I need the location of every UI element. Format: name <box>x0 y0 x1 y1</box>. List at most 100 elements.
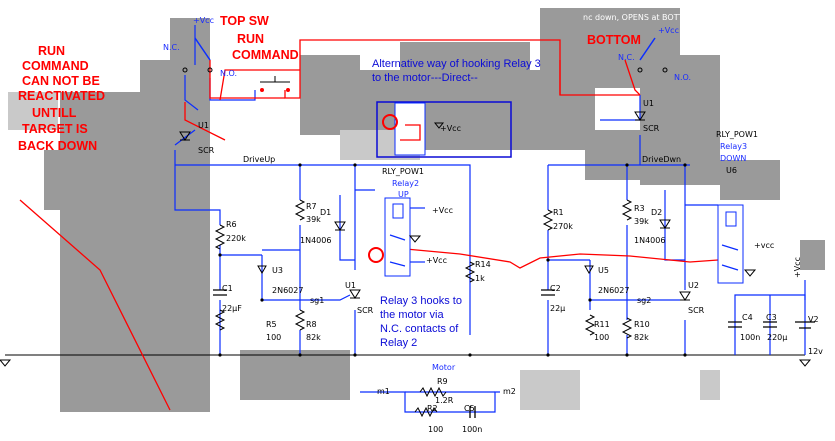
r10-value: 82k <box>634 333 649 342</box>
relay3-vcc-pin: +vcc <box>754 241 774 250</box>
v2-ref: V2 <box>808 315 819 324</box>
c2-ref: C2 <box>550 284 561 293</box>
alt-hook-box <box>376 101 512 158</box>
net-sg1: sg1 <box>310 296 324 305</box>
net-driveup: DriveUp <box>243 155 275 164</box>
u1-left-ref: U1 <box>198 121 209 130</box>
net-drivedwn: DriveDwn <box>642 155 681 164</box>
u3-value: 2N6027 <box>272 286 303 295</box>
c1-value: 22µF <box>222 304 242 313</box>
relay3-note-1: Relay 3 hooks to <box>380 295 462 307</box>
net-sg2: sg2 <box>637 296 651 305</box>
relay3-symbol <box>717 204 744 284</box>
relay3-ref: U6 <box>726 166 737 175</box>
r1-value: 270k <box>553 222 573 231</box>
svg-text:RUN: RUN <box>38 44 65 58</box>
net-m2: m2 <box>503 387 516 396</box>
capacitors <box>213 289 815 418</box>
relay2-label: UP <box>398 190 409 199</box>
red-wiring <box>19 39 719 411</box>
d1-ref: D1 <box>320 208 331 217</box>
alt-note-1: Alternative way of hooking Relay 3 <box>372 58 541 70</box>
r2-ref: R2 <box>427 404 438 413</box>
run-command-label-1: RUN <box>237 32 264 46</box>
c4-ref: C4 <box>742 313 753 322</box>
r14-ref: R14 <box>475 260 491 269</box>
u3-ref: U3 <box>272 266 283 275</box>
top-switch[interactable] <box>182 37 213 73</box>
bot-vcc-label: +Vcc <box>658 26 679 35</box>
relay3-note-3: N.C. contacts of <box>380 323 459 335</box>
relay3-note-4: Relay 2 <box>380 337 417 349</box>
r10-ref: R10 <box>634 320 650 329</box>
c4-value: 100n <box>740 333 760 342</box>
relay3-label: DOWN <box>720 154 746 163</box>
v2-plus: +Vcc <box>793 257 802 278</box>
r7-value: 39k <box>306 215 321 224</box>
svg-text:REACTIVATED: REACTIVATED <box>18 89 105 103</box>
bottom-sw-note-1: At BOTTOM Sw <box>620 1 680 10</box>
ground-symbols <box>0 122 812 367</box>
alt-relay-marker-circle <box>382 114 398 130</box>
alt-vcc-pin: +Vcc <box>440 124 461 133</box>
alt-note-2: to the motor---Direct-- <box>372 72 478 84</box>
r2-value: 100 <box>428 425 443 434</box>
c3-ref: C3 <box>766 313 777 322</box>
bot-no-label: N.O. <box>674 73 691 82</box>
c1-ref: C1 <box>222 284 233 293</box>
scr-symbols <box>179 111 691 301</box>
relay2-marker-circle <box>368 247 384 263</box>
u2-ref: U2 <box>688 281 699 290</box>
u5-value: 2N6027 <box>598 286 629 295</box>
u1-left-type: SCR <box>198 146 215 155</box>
u1-right-ref: U1 <box>643 99 654 108</box>
relay2-vcc-pin-2: +Vcc <box>426 256 447 265</box>
r9-value: 1.2R <box>435 396 454 405</box>
r11-value: 100 <box>594 333 609 342</box>
c5-ref: C5 <box>464 404 475 413</box>
relay3-part: RLY_POW1 <box>716 130 758 139</box>
relay2-name: Relay2 <box>392 179 419 188</box>
relay3-note-2: the motor via <box>380 309 444 321</box>
svg-text:UNTILL: UNTILL <box>32 106 77 120</box>
run-command-label-2: COMMAND <box>232 48 299 62</box>
top-nc-label: N.C. <box>163 43 180 52</box>
r8-value: 82k <box>306 333 321 342</box>
svg-text:TARGET IS: TARGET IS <box>22 122 88 136</box>
run-command-warning: RUN COMMAND CAN NOT BE REACTIVATED UNTIL… <box>18 44 105 153</box>
r9-ref: R9 <box>437 377 448 386</box>
r3-value: 39k <box>634 217 649 226</box>
net-m1: m1 <box>377 387 390 396</box>
top-sw-label: TOP SW <box>220 14 269 28</box>
c5-value: 100n <box>462 425 482 434</box>
u1-mid-type: SCR <box>357 306 374 315</box>
d2-ref: D2 <box>651 208 662 217</box>
relay2-vcc-pin: +Vcc <box>432 206 453 215</box>
r3-ref: R3 <box>634 204 645 213</box>
resistors <box>214 199 633 418</box>
relay3-name: Relay3 <box>720 142 747 151</box>
u5-ref: U5 <box>598 266 609 275</box>
relay2-part: RLY_POW1 <box>382 167 424 176</box>
svg-text:CAN NOT BE: CAN NOT BE <box>22 74 100 88</box>
junction-dots <box>218 163 687 357</box>
r8-ref: R8 <box>306 320 317 329</box>
c3-value: 220µ <box>767 333 787 342</box>
bottom-label: BOTTOM <box>587 33 641 47</box>
v2-value: 12v <box>808 347 823 356</box>
bottom-switch[interactable] <box>637 37 668 73</box>
bottom-sw-note-2: nc down, OPENS at BOTTOM <box>583 13 697 22</box>
r11-ref: R11 <box>594 320 610 329</box>
r7-ref: R7 <box>306 202 317 211</box>
r14-value: 1k <box>475 274 485 283</box>
relay2-symbol <box>384 197 411 277</box>
d2-value: 1N4006 <box>634 236 665 245</box>
u1-mid-ref: U1 <box>345 281 356 290</box>
run-command-button[interactable] <box>260 76 290 92</box>
c2-value: 22µ <box>550 304 565 313</box>
r6-value: 220k <box>226 234 246 243</box>
d1-value: 1N4006 <box>300 236 331 245</box>
r6-ref: R6 <box>226 220 237 229</box>
svg-text:COMMAND: COMMAND <box>22 59 89 73</box>
